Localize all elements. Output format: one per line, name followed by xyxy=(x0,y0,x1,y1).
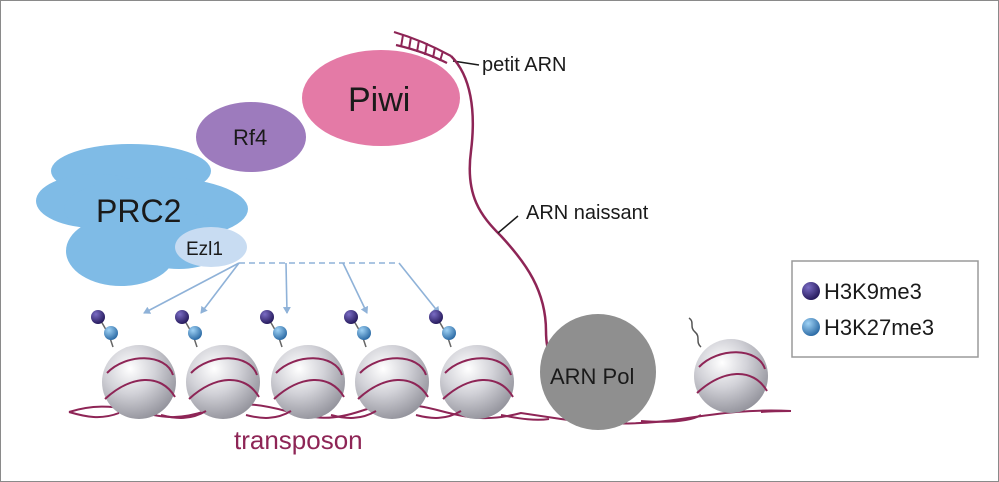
h3k9me3-mark xyxy=(429,310,443,324)
h3k27me3-mark xyxy=(273,326,287,340)
nascent-rna-pointer xyxy=(497,215,519,234)
prc2-complex: PRC2 xyxy=(36,144,248,286)
legend: H3K9me3 H3K27me3 xyxy=(791,260,979,358)
nascent-rna xyxy=(450,55,567,375)
rf4-label: Rf4 xyxy=(233,125,267,150)
nascent-rna-label: ARN naissant xyxy=(526,202,649,224)
small-rna xyxy=(393,30,452,64)
h3k27me3-mark xyxy=(442,326,456,340)
histone-tail xyxy=(688,317,702,348)
nucleosome-4 xyxy=(344,310,429,419)
rna-polymerase: ARN Pol xyxy=(540,314,656,430)
transposon-label: transposon xyxy=(234,425,363,455)
legend-h3k9me3-dot xyxy=(802,282,820,300)
dna-strand-front xyxy=(68,410,792,423)
nucleosome-1 xyxy=(91,310,176,419)
nucleosome-2 xyxy=(175,310,260,419)
rna-pol-label: ARN Pol xyxy=(550,364,634,389)
h3k27me3-mark xyxy=(104,326,118,340)
legend-h3k27me3-dot xyxy=(802,318,820,336)
nucleosome-unmarked xyxy=(688,317,768,413)
h3k9me3-mark xyxy=(175,310,189,324)
h3k27me3-mark xyxy=(357,326,371,340)
h3k9me3-mark xyxy=(344,310,358,324)
legend-h3k27me3-label: H3K27me3 xyxy=(824,315,934,340)
legend-h3k9me3-label: H3K9me3 xyxy=(824,279,922,304)
methylation-arrows xyxy=(143,262,440,314)
nucleosome-5 xyxy=(429,310,514,419)
rf4-protein: Rf4 xyxy=(196,102,306,172)
piwi-protein: Piwi xyxy=(302,50,460,146)
ezl1-label: Ezl1 xyxy=(186,239,223,260)
prc2-label: PRC2 xyxy=(96,193,181,229)
small-rna-label: petit ARN xyxy=(482,54,566,76)
h3k27me3-mark xyxy=(188,326,202,340)
h3k9me3-mark xyxy=(91,310,105,324)
piwi-label: Piwi xyxy=(348,81,410,119)
ezl1-subunit: Ezl1 xyxy=(175,227,247,267)
nucleosome-3 xyxy=(260,310,345,419)
h3k9me3-mark xyxy=(260,310,274,324)
